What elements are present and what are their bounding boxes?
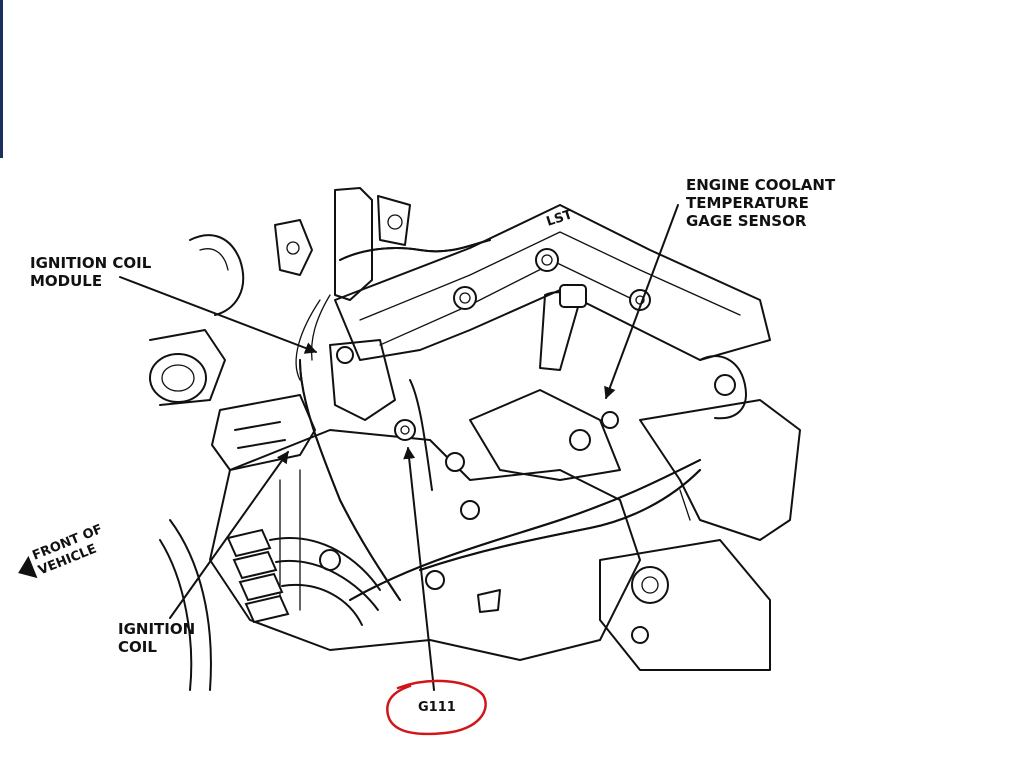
callout-leaders <box>119 204 679 691</box>
coolant-sensor-label-line3: GAGE SENSOR <box>686 212 807 230</box>
highlight-circle <box>386 679 487 736</box>
ignition-coil-module-label-line1: IGNITION COIL <box>30 254 152 272</box>
ignition-coil-module-leader <box>119 276 318 354</box>
window-edge-strip <box>0 0 3 158</box>
ground-g111-label: G111 <box>418 700 456 715</box>
front-of-vehicle-indicator: FRONT OF VEHICLE <box>18 522 105 579</box>
coolant-sensor-label-line1: ENGINE COOLANT <box>686 176 836 194</box>
ignition-coil-label-line1: IGNITION <box>118 620 195 638</box>
engine-block-drawing <box>149 187 801 691</box>
ground-g111-leader <box>403 446 435 691</box>
coolant-sensor-label-line2: TEMPERATURE <box>686 194 809 212</box>
coolant-sensor-leader <box>604 204 679 400</box>
ignition-coil-label-line2: COIL <box>118 638 157 656</box>
ignition-coil-leader <box>169 451 289 619</box>
front-arrow-icon <box>18 555 38 579</box>
ignition-coil-module-label-line2: MODULE <box>30 272 102 290</box>
